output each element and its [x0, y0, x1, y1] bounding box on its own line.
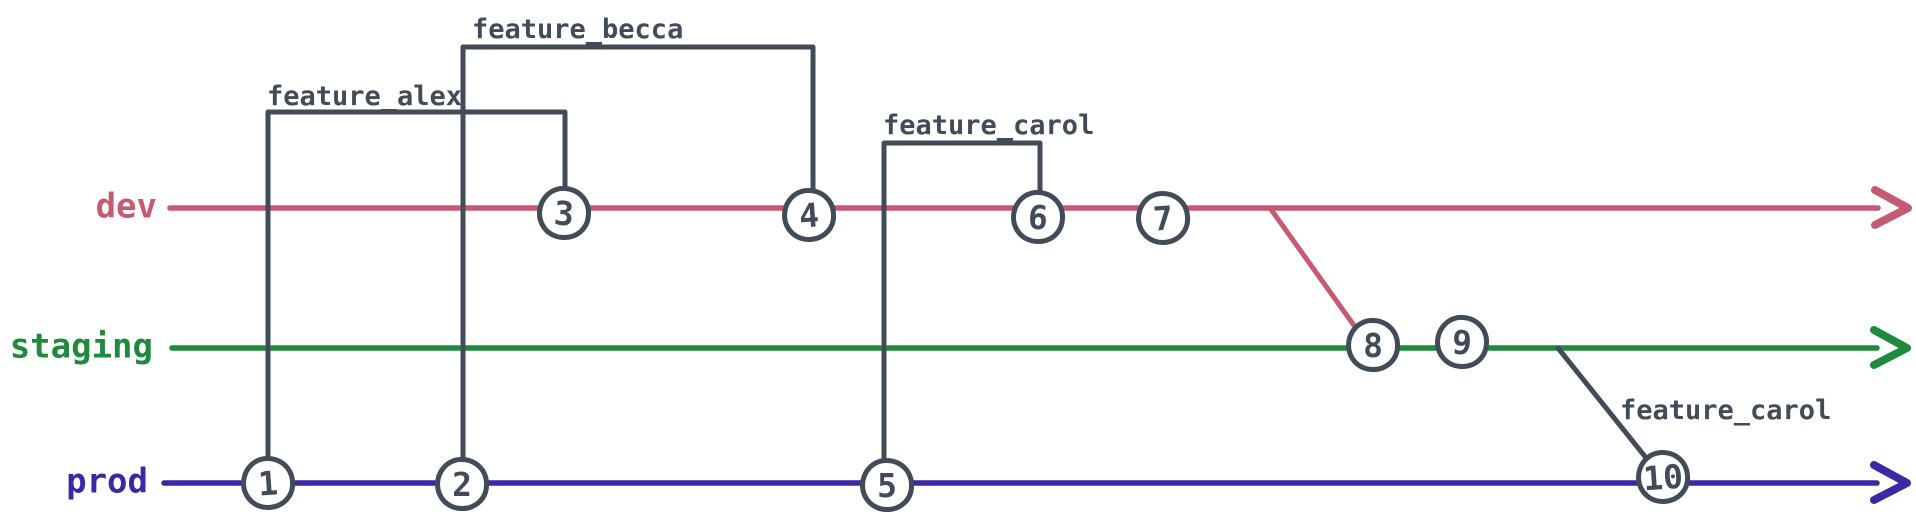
commit-node-2: 2	[435, 457, 489, 511]
branch-label-prod: prod	[66, 461, 148, 502]
feature-label-carol-staging: feature_carol	[1620, 395, 1832, 426]
feature-label-becca: feature_becca	[472, 14, 684, 45]
feature_carol-branch-path	[881, 140, 1043, 463]
feature_carol-staging-path	[1555, 345, 1650, 462]
commit-number: 4	[797, 194, 821, 236]
commit-node-5: 5	[860, 458, 914, 512]
commit-number: 8	[1363, 325, 1383, 365]
commit-number: 10	[1641, 456, 1685, 498]
commit-number: 7	[1151, 197, 1175, 239]
commit-number: 1	[256, 462, 280, 504]
branch-label-dev: dev	[95, 186, 157, 227]
feature_alex-path	[265, 109, 568, 461]
branch-label-staging: staging	[9, 326, 153, 367]
branch-arrowhead-prod	[1870, 461, 1911, 504]
branch-arrowhead-staging	[1870, 326, 1911, 369]
merge-dev-into-staging	[1267, 205, 1361, 334]
commit-number: 6	[1026, 196, 1050, 238]
commit-number: 2	[452, 464, 472, 504]
feature-label-carol: feature_carol	[883, 110, 1095, 141]
commit-node-8: 8	[1346, 318, 1400, 372]
branch-arrowhead-dev	[1871, 186, 1912, 229]
commit-number: 5	[877, 465, 897, 505]
commit-number: 9	[1450, 321, 1474, 363]
commit-number: 3	[552, 192, 576, 234]
feature-label-alex: feature_alex	[267, 81, 463, 112]
feature_becca-path	[460, 44, 816, 462]
